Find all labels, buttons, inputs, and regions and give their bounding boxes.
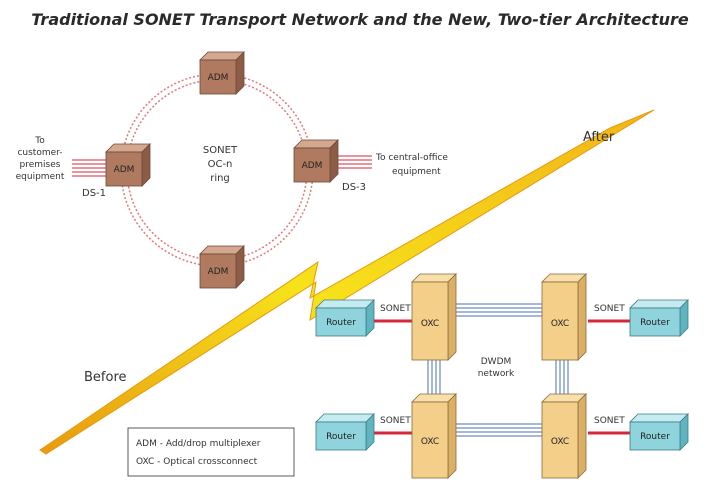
oxc-label: OXC [551,319,569,329]
sonet-label-tr: SONET [594,304,625,314]
sonet-links [374,319,630,435]
ds3-label: DS-3 [342,182,366,193]
ring-center-line-3: ring [210,173,230,184]
adm-box-right: ADM [293,139,339,183]
router-label: Router [640,318,670,328]
dwdm-line-2: network [478,369,515,379]
ds1-tributary-lines [72,159,110,177]
right-note-line-1: To central-office [375,153,448,163]
diagram-title: Traditional SONET Transport Network and … [31,10,689,29]
dwdm-line-1: DWDM [481,357,512,367]
ds3-tributary-lines [335,155,372,169]
router-label: Router [326,318,356,328]
adm-label: ADM [208,73,229,83]
legend-adm: ADM - Add/drop multiplexer [136,439,261,449]
before-label: Before [84,370,127,385]
adm-box-left: ADM [105,143,151,187]
right-note-line-2: equipment [392,167,441,177]
sonet-label-br: SONET [594,416,625,426]
ring-center-line-1: SONET [203,145,238,156]
legend-box: ADM - Add/drop multiplexer OXC - Optical… [127,427,295,477]
oxc-label: OXC [421,319,439,329]
oxc-label: OXC [421,437,439,447]
sonet-label-bl: SONET [380,416,411,426]
oxc-label: OXC [551,437,569,447]
router-box-top-right: Router [629,299,689,337]
router-box-bottom-right: Router [629,413,689,451]
left-note-line-3: premises [20,160,61,170]
left-note-line-2: customer- [17,148,62,158]
left-note-line-1: To [34,136,45,146]
adm-label: ADM [208,267,229,277]
before-after-bolt [39,109,655,455]
oxc-box-top-left: OXC [411,273,457,361]
sonet-label-tl: SONET [380,304,411,314]
router-box-bottom-left: Router [315,413,375,451]
adm-box-bottom: ADM [199,245,245,289]
left-note-line-4: equipment [16,172,65,182]
router-label: Router [326,432,356,442]
adm-label: ADM [114,165,135,175]
oxc-box-bottom-left: OXC [411,393,457,479]
ring-center-line-2: OC-n [208,159,233,170]
router-label: Router [640,432,670,442]
oxc-box-top-right: OXC [541,273,587,361]
adm-label: ADM [302,161,323,171]
oxc-box-bottom-right: OXC [541,393,587,479]
ds1-label: DS-1 [82,188,106,199]
adm-box-top: ADM [199,51,245,95]
router-box-top-left: Router [315,299,375,337]
legend-oxc: OXC - Optical crossconnect [136,457,258,467]
after-label: After [583,130,615,145]
